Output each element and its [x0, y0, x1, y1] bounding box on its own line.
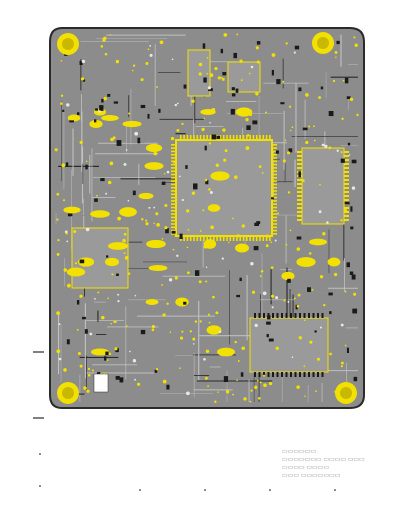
mounting-hole-top-left	[57, 33, 79, 55]
ic-right	[297, 147, 349, 225]
mounting-hole-top-right	[312, 32, 334, 54]
ic-top-right	[227, 61, 261, 93]
ic-bottom-right	[249, 313, 329, 377]
mounting-hole-bottom-right	[335, 382, 357, 404]
mounting-hole-bottom-left	[57, 382, 79, 404]
main-ic	[171, 135, 277, 241]
notes-line-1: ▭▭▭▭▭▭	[282, 449, 317, 455]
bottom-left-cutout	[93, 373, 109, 393]
notes-line-2: ▭▭▭▭▭▭▭ ▭▭▭▭ ▭▭▭	[282, 457, 365, 463]
mounting-holes	[57, 32, 357, 404]
via-layer	[54, 33, 359, 403]
margin-marks	[33, 351, 336, 491]
notes-line-4: ▭▭▭ ▭▭▭▭▭▭▭	[282, 473, 341, 479]
component-pads	[62, 40, 358, 390]
connector-left	[71, 227, 129, 289]
notes-line-3: ▭▭▭▭ ▭▭▭▭	[282, 465, 330, 471]
